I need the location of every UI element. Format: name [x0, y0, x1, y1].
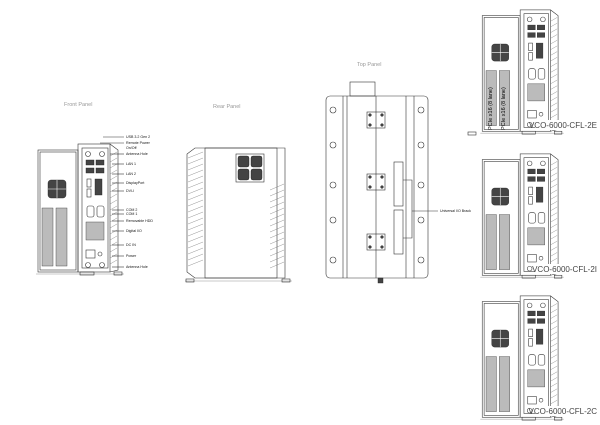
model-variants: PCIe x16 (8 lane) PCIe x16 (8 lane) VCO-… [479, 9, 598, 421]
top-panel-view: Top Panel Universal I/O Brack [325, 62, 477, 284]
front-panel-drawing [36, 143, 125, 276]
front-callout-label: COM 1 [126, 212, 137, 216]
front-callout-label: Remote Power [126, 141, 151, 145]
model-2c-drawing [479, 295, 565, 421]
front-callout-label: On/Off [126, 146, 137, 150]
front-callout-label: Antenna Hole [126, 265, 148, 269]
front-callout-label: DC IN [126, 243, 136, 247]
front-callout-label: Removable HDD [126, 219, 153, 223]
mount-plate [366, 233, 386, 251]
model-label-bg [535, 264, 598, 274]
front-callout-label: Power [126, 254, 137, 258]
front-callout-label: USB 3.2 Gen 2 [126, 135, 150, 139]
front-callout-label: Digital I/O [126, 229, 142, 233]
fan-icon [235, 153, 265, 183]
model-label-2c: VCO-6000-CFL-2C [529, 407, 598, 416]
model-label-2i: VCO-6000-CFL-2I [532, 265, 597, 274]
top-panel-title: Top Panel [357, 62, 381, 68]
front-callout-label: COM 2 [126, 208, 137, 212]
rear-panel-view: Rear Panel [185, 104, 292, 283]
pcie-slot-label: PCIe x16 (8 lane) [488, 87, 494, 130]
model-label-2e: VCO-6000-CFL-2E [529, 121, 597, 130]
model-label-bg [535, 120, 598, 130]
front-callout-label: Antenna Hole [126, 152, 148, 156]
front-panel-view: Front Panel USB 3.2 Gen 2 Remote PowerOn/… [36, 102, 153, 276]
mount-plate [366, 173, 386, 191]
front-callout-label: DVI-I [126, 189, 134, 193]
front-callout-label: DisplayPort [126, 181, 144, 185]
mount-plate [366, 111, 386, 129]
front-callout-label: LAN 1 [126, 162, 136, 166]
pcie-slot-label: PCIe x16 (8 lane) [501, 87, 507, 130]
front-callout-label: LAN 2 [126, 172, 136, 176]
model-2i-drawing [479, 153, 565, 279]
rear-panel-title: Rear Panel [213, 104, 241, 110]
model-label-bg [535, 406, 598, 416]
universal-io-bracket-label: Universal I/O Brack [440, 209, 471, 213]
front-panel-title: Front Panel [64, 102, 92, 108]
